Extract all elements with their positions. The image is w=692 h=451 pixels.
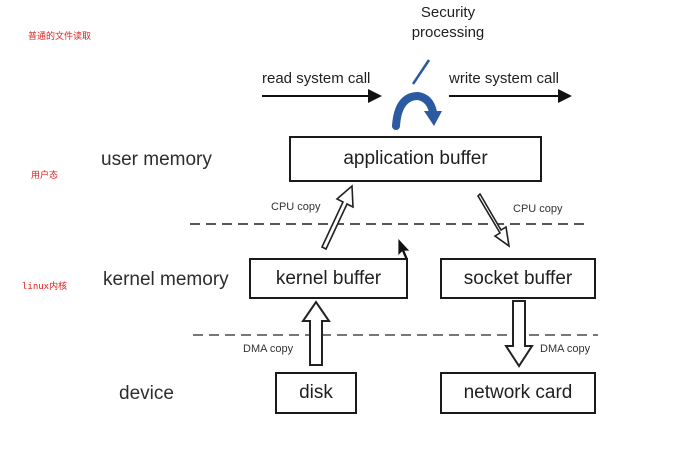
dma-copy-down-arrow	[504, 300, 534, 368]
layer-label-user-memory: user memory	[101, 149, 212, 170]
network-card-box: network card	[440, 372, 596, 414]
mouse-cursor-icon	[397, 236, 411, 260]
layer-label-device: device	[119, 383, 174, 404]
socket-buffer-box: socket buffer	[440, 258, 596, 299]
dma-copy-right-label: DMA copy	[540, 343, 591, 355]
disk-box: disk	[275, 372, 357, 414]
read-system-call-label: read system call	[262, 70, 371, 87]
security-processing-label: Security processing	[393, 3, 503, 43]
security-line-1: Security	[420, 4, 476, 21]
dma-copy-up-arrow	[301, 300, 331, 366]
socket-buffer-label: socket buffer	[463, 267, 573, 289]
note-normal-file-read: 普通的文件读取	[28, 32, 92, 42]
note-linux-kernel: linux内核	[22, 282, 68, 292]
write-call-arrow	[449, 89, 572, 103]
note-user-mode: 用户态	[31, 171, 59, 181]
write-system-call-label: write system call	[449, 70, 560, 87]
disk-label: disk	[299, 382, 333, 403]
security-line-2: processing	[411, 24, 485, 41]
cpu-copy-down-arrow	[476, 192, 511, 248]
cpu-copy-up-arrow	[320, 184, 354, 251]
application-buffer-label: application buffer	[343, 148, 488, 169]
read-call-arrow	[262, 89, 382, 103]
kernel-buffer-box: kernel buffer	[249, 258, 408, 299]
dma-copy-left-label: DMA copy	[243, 343, 294, 355]
kernel-buffer-label: kernel buffer	[275, 267, 382, 289]
cpu-copy-left-label: CPU copy	[271, 201, 321, 213]
security-curve-arrow	[392, 91, 442, 130]
cpu-copy-right-label: CPU copy	[513, 203, 563, 215]
application-buffer-box: application buffer	[289, 136, 542, 182]
network-card-label: network card	[463, 382, 573, 403]
security-pointer-line	[411, 59, 431, 85]
layer-label-kernel-memory: kernel memory	[103, 269, 229, 290]
